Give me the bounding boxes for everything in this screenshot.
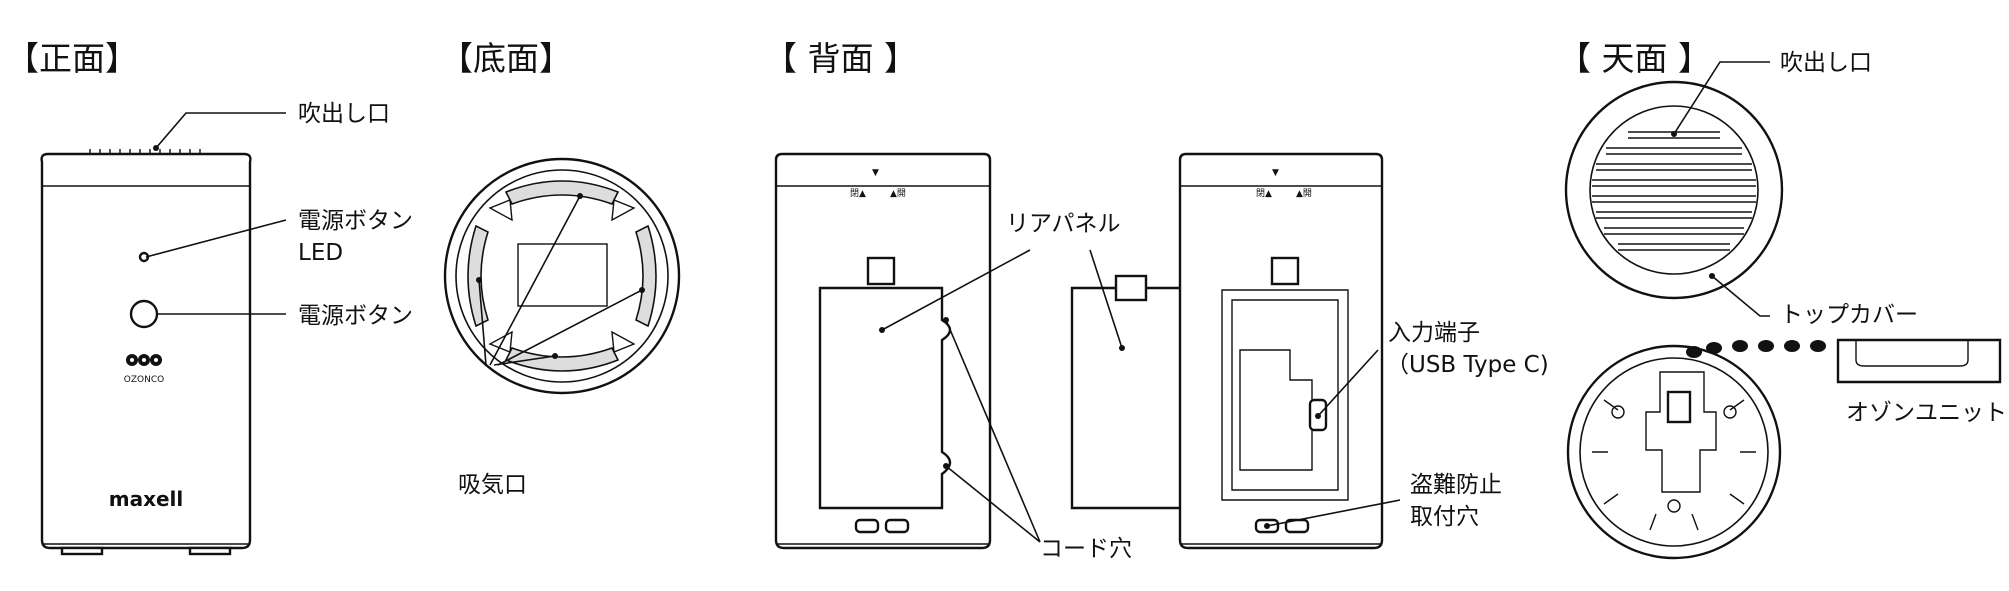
label-input-1: 入力端子 bbox=[1388, 320, 1480, 346]
label-power-button: 電源ボタン bbox=[298, 303, 413, 329]
label-antitheft-1: 盗難防止 bbox=[1410, 472, 1502, 498]
bottom-foot bbox=[488, 330, 513, 353]
heading-back: 【 背面 】 bbox=[764, 39, 917, 78]
bottom-outer-ring bbox=[443, 157, 681, 395]
mark-arrow: ▼ bbox=[872, 168, 879, 178]
rear-panel-left bbox=[818, 286, 952, 510]
bottom-label-plate bbox=[517, 243, 608, 307]
mark-open: ▲開 bbox=[1296, 188, 1312, 199]
leader-dot bbox=[552, 353, 558, 359]
leader-input-port bbox=[1317, 349, 1379, 417]
maxell-brand: maxell bbox=[109, 487, 184, 511]
leader-dot bbox=[943, 463, 949, 469]
front-view: OZONCO maxell 吹出し口 電源ボタン LED 電源ボタン bbox=[40, 101, 413, 556]
ozone-unit-slot bbox=[1645, 371, 1717, 493]
ozone-unit-socket bbox=[1666, 390, 1692, 424]
antitheft-hole bbox=[854, 518, 880, 534]
label-front-outlet: 吹出し口 bbox=[298, 101, 390, 127]
compartment-outline bbox=[1221, 289, 1349, 501]
screw-hole bbox=[1611, 405, 1625, 419]
back-tab-right bbox=[1270, 256, 1300, 286]
top-outlet-grille-ring bbox=[1589, 105, 1759, 275]
leader-dot bbox=[639, 287, 645, 293]
leader-dot bbox=[153, 145, 159, 151]
ozonco-logo-text: OZONCO bbox=[124, 375, 164, 385]
front-outlet-ridges bbox=[89, 149, 201, 154]
heading-bottom: 【底面】 bbox=[440, 39, 572, 78]
top-open-slots bbox=[1592, 399, 1756, 531]
front-foot-right bbox=[188, 546, 232, 556]
leader-front-led bbox=[145, 219, 287, 258]
rear-panel-detached bbox=[1070, 286, 1194, 510]
leader-front-outlet bbox=[155, 112, 286, 149]
mark-open: ▲開 bbox=[890, 188, 906, 199]
label-power-led-2: LED bbox=[298, 240, 343, 266]
mark-arrow: ▼ bbox=[1272, 168, 1279, 178]
rear-panel-tab bbox=[1114, 274, 1148, 302]
top-open-inner-ring bbox=[1579, 357, 1769, 547]
leader-antitheft bbox=[1266, 499, 1401, 527]
intake-slots bbox=[467, 180, 657, 372]
front-foot-left bbox=[60, 546, 104, 556]
back-body-right bbox=[1178, 152, 1384, 550]
mark-close: 閉▲ bbox=[850, 188, 866, 199]
power-button[interactable] bbox=[129, 299, 159, 329]
label-input-2: （USB Type C) bbox=[1386, 352, 1549, 378]
label-intake: 吸気口 bbox=[458, 472, 527, 498]
leader-top-outlet bbox=[1673, 61, 1770, 135]
heading-front: 【正面】 bbox=[6, 39, 138, 78]
leader-intake bbox=[478, 195, 643, 366]
screw-hole bbox=[1723, 405, 1737, 419]
leader-cord-hole bbox=[945, 319, 1041, 543]
screw-hole bbox=[1667, 499, 1681, 513]
antitheft-hole bbox=[884, 518, 910, 534]
front-body bbox=[40, 152, 252, 550]
label-ozone-unit: オゾンユニット bbox=[1846, 400, 2007, 426]
bottom-inner-ring bbox=[455, 169, 669, 383]
compartment-inner bbox=[1239, 349, 1313, 471]
bottom-view: 吸気口 bbox=[443, 157, 681, 498]
label-antitheft-2: 取付穴 bbox=[1410, 504, 1479, 530]
insertion-dots bbox=[1686, 340, 1826, 358]
heading-top: 【 天面 】 bbox=[1558, 39, 1711, 78]
top-open-ring bbox=[1566, 344, 1782, 560]
bottom-foot bbox=[611, 330, 636, 353]
leader-dot bbox=[476, 277, 482, 283]
leader-dot bbox=[943, 317, 949, 323]
bottom-foot bbox=[611, 199, 636, 222]
top-view: 吹出し口 トップカバー オゾンユニット bbox=[1564, 50, 2007, 560]
leader-dot bbox=[577, 193, 583, 199]
ozone-unit-recess bbox=[1855, 340, 1969, 367]
leader-rear-panel bbox=[881, 249, 1123, 349]
mark-close: 閉▲ bbox=[1256, 188, 1272, 199]
label-rear-panel: リアパネル bbox=[1006, 211, 1121, 237]
label-top-cover: トップカバー bbox=[1780, 302, 1918, 328]
ozone-unit bbox=[1836, 338, 2002, 384]
label-top-outlet: 吹出し口 bbox=[1780, 50, 1872, 76]
top-cover-ring bbox=[1564, 80, 1784, 300]
label-cord-hole: コード穴 bbox=[1040, 536, 1132, 562]
label-power-led-1: 電源ボタン bbox=[298, 208, 413, 234]
back-tab-left bbox=[866, 256, 896, 286]
bottom-foot bbox=[488, 199, 513, 222]
ozonco-logo-icon bbox=[126, 354, 162, 366]
leader-top-cover bbox=[1711, 275, 1770, 317]
back-view: ▼ 閉▲ ▲開 ▼ 閉▲ ▲開 リアパネル 入力端子 bbox=[774, 152, 1549, 562]
